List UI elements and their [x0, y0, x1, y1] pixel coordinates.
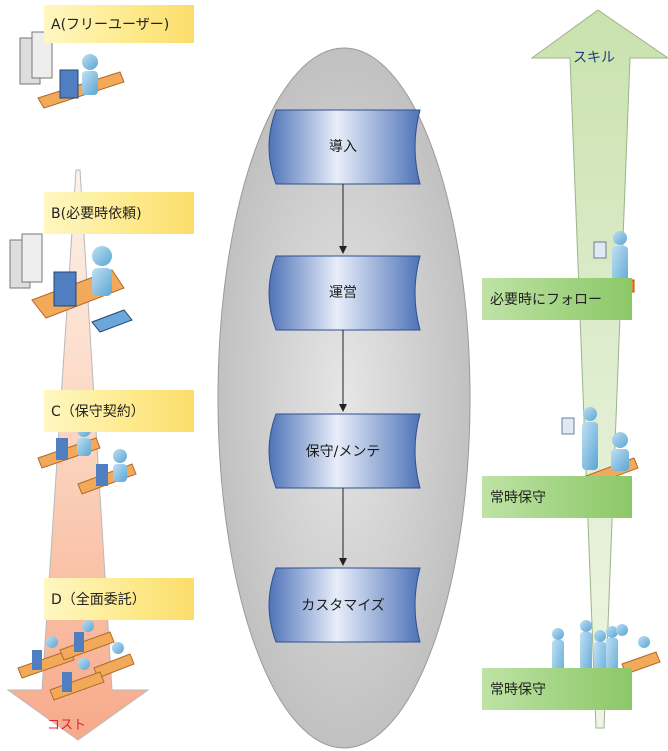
skill-label: スキル: [573, 50, 615, 66]
contract-illustration: [37, 423, 137, 495]
process-step-2: 運営: [268, 255, 421, 331]
process-step-label: 導入: [329, 139, 357, 155]
right-label-maintenance-team: 常時保守: [482, 668, 632, 710]
process-step-4: カスタマイズ: [268, 567, 421, 643]
tier-c-label: C（保守契約）: [44, 390, 194, 432]
process-step-label: カスタマイズ: [301, 598, 385, 614]
freelancer-illustration: [19, 31, 125, 109]
on-demand-illustration: [9, 233, 133, 333]
process-step-label: 保守/メンテ: [306, 444, 381, 460]
right-label-maintenance: 常時保守: [482, 476, 632, 518]
process-step-3: 保守/メンテ: [268, 413, 421, 489]
tier-d-label: D（全面委託）: [44, 578, 194, 620]
process-step-1: 導入: [268, 109, 421, 185]
tier-b-label: B(必要時依頼): [44, 192, 194, 234]
tier-a-label: A(フリーユーザー): [44, 5, 194, 43]
right-label-followup: 必要時にフォロー: [482, 278, 632, 320]
full-outsourcing-illustration: [17, 620, 135, 701]
skill-arrow: [530, 9, 668, 729]
process-step-label: 運営: [329, 285, 357, 301]
cost-label: コスト: [47, 718, 86, 733]
